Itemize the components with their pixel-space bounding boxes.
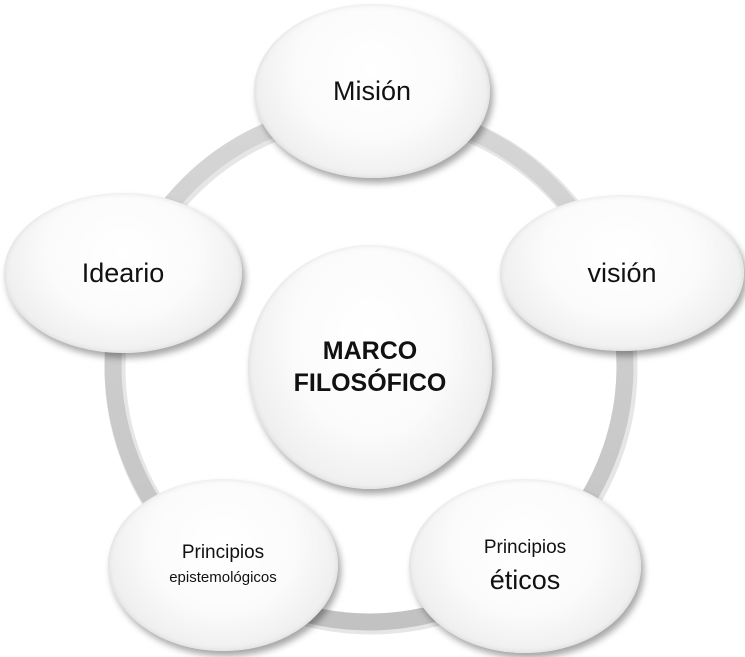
- center-title-line1: MARCO: [322, 337, 418, 365]
- node-eticos-line1: Principios: [483, 537, 567, 558]
- center-node: MARCO FILOSÓFICO: [248, 245, 492, 489]
- node-vision: visión: [500, 195, 744, 351]
- center-title-line2: FILOSÓFICO: [293, 369, 447, 397]
- node-ideario-label: Ideario: [81, 258, 165, 288]
- node-principios-eticos: Principios éticos: [409, 479, 641, 653]
- node-vision-label: visión: [587, 258, 657, 288]
- node-mision-label: Misión: [332, 76, 412, 106]
- node-ideario: Ideario: [4, 193, 242, 353]
- node-episte-line1: Principios: [181, 542, 265, 563]
- node-principios-epistemologicos: Principios epistemológicos: [108, 479, 338, 651]
- node-mision: Misión: [254, 4, 490, 178]
- node-episte-line2: epistemológicos: [169, 569, 277, 586]
- node-eticos-line2: éticos: [489, 565, 561, 595]
